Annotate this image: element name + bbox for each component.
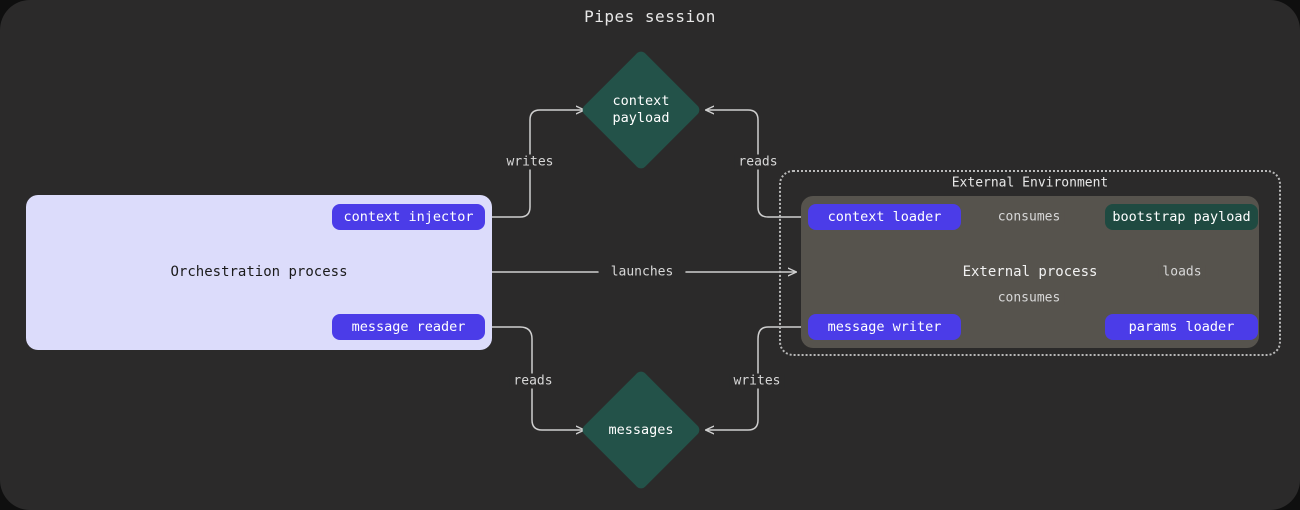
datastore-context-payload[interactable]: context payload — [580, 49, 702, 171]
edge-label-launches: launches — [606, 264, 678, 280]
external-environment-title: External Environment — [951, 175, 1109, 191]
orchestration-process-label: Orchestration process — [170, 264, 348, 280]
node-message-reader-label: message reader — [351, 319, 466, 335]
edge-label-consumes-messages: consumes — [993, 290, 1065, 306]
node-message-writer-label: message writer — [827, 319, 942, 335]
datastore-messages[interactable]: messages — [580, 369, 702, 491]
edge-label-loads: loads — [1158, 264, 1206, 280]
node-bootstrap-payload-label: bootstrap payload — [1112, 209, 1251, 225]
node-params-loader[interactable]: params loader — [1105, 314, 1258, 340]
external-environment-box — [779, 170, 1281, 356]
datastore-messages-label: messages — [608, 421, 674, 438]
node-context-injector[interactable]: context injector — [332, 204, 485, 230]
node-context-loader[interactable]: context loader — [808, 204, 961, 230]
page-title: Pipes session — [584, 7, 716, 26]
edge-label-reads-messages: reads — [509, 373, 557, 389]
node-bootstrap-payload[interactable]: bootstrap payload — [1105, 204, 1258, 230]
node-message-reader[interactable]: message reader — [332, 314, 485, 340]
edge-label-reads-context: reads — [734, 154, 782, 170]
edge-label-writes-messages: writes — [729, 373, 785, 389]
node-params-loader-label: params loader — [1128, 319, 1235, 335]
node-context-loader-label: context loader — [827, 209, 942, 225]
edge-label-writes-context: writes — [502, 154, 558, 170]
edge-label-consumes-context: consumes — [993, 209, 1065, 225]
datastore-context-payload-label: context payload — [612, 93, 670, 126]
external-process-label: External process — [962, 264, 1098, 280]
node-context-injector-label: context injector — [343, 209, 474, 225]
node-message-writer[interactable]: message writer — [808, 314, 961, 340]
